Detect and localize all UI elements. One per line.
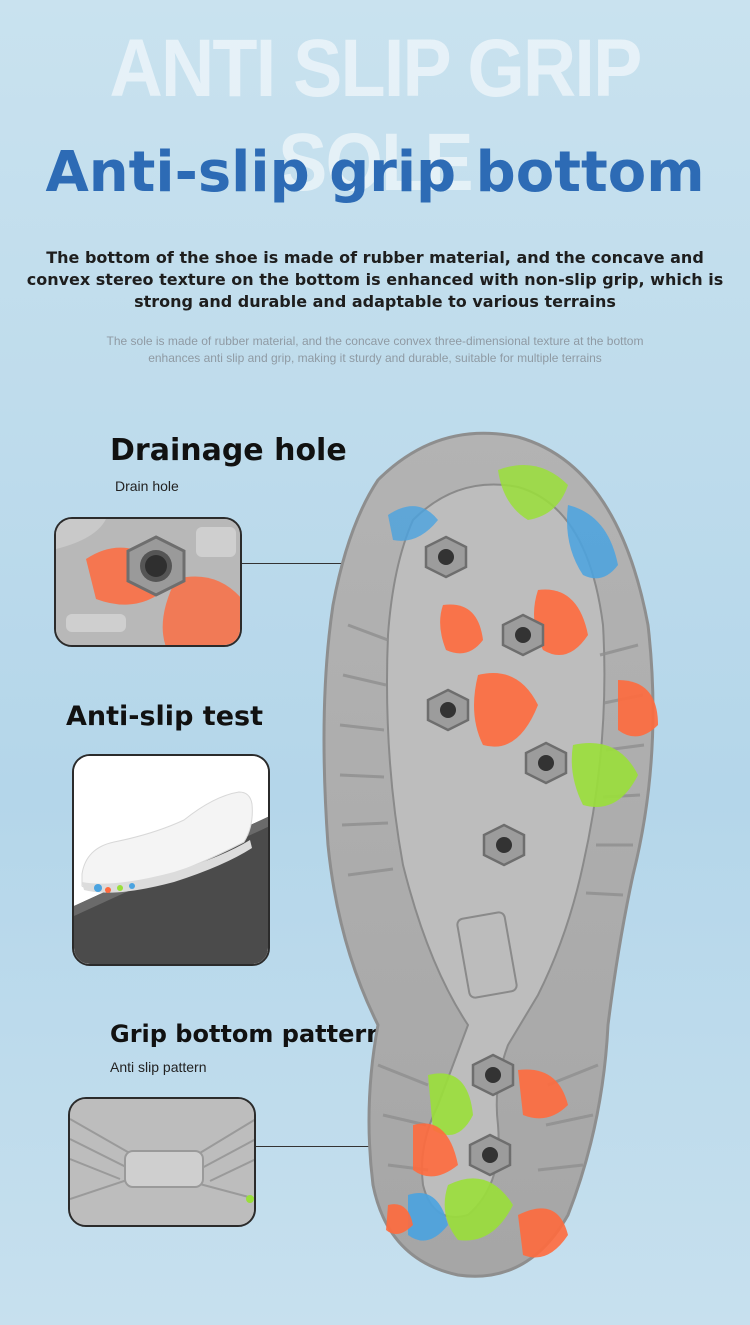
feature-title-grip-pattern: Grip bottom pattern [110,1020,384,1048]
feature-title-anti-slip: Anti-slip test [66,701,263,732]
anti-slip-thumbnail [72,754,270,966]
tread-pattern-closeup-icon [70,1099,254,1225]
shoe-sole-image [322,431,658,1278]
description-light: The sole is made of rubber material, and… [106,334,644,365]
drain-hole-thumbnail [54,517,242,647]
tread-pattern-thumbnail [68,1097,256,1227]
feature-title-drainage: Drainage hole [110,433,347,468]
pointer-line-grip-pattern [256,1146,466,1147]
feature-subtitle-grip-pattern: Anti slip pattern [110,1059,207,1075]
feature-subtitle-drainage: Drain hole [115,478,179,494]
shoe-on-slope-icon [74,756,268,964]
drain-hole-closeup-icon [56,519,240,645]
headline: Anti-slip grip bottom [45,140,705,205]
watermark-title: ANTI SLIP GRIP SOLE [109,23,642,208]
description-bold: The bottom of the shoe is made of rubber… [26,248,724,311]
